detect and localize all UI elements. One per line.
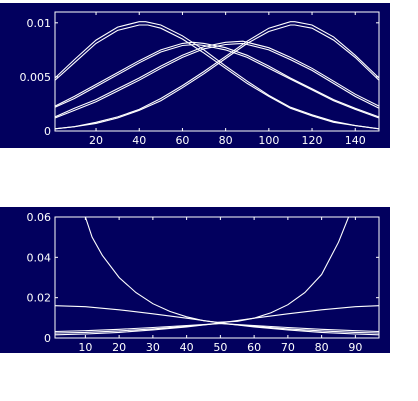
- series-0-1-line: [55, 24, 379, 130]
- bottom-chart-panel: 10 20 30 40 50 60 70 80 90 0 0.02 0.04 0.06: [0, 207, 390, 353]
- top-chart: 20 40 60 80 100 120 140 0 0.005 0.01: [20, 11, 380, 147]
- series-0-5-line: [55, 42, 379, 119]
- y-tick-label: 0.06: [27, 211, 52, 224]
- y-tick-label: 0.02: [27, 292, 52, 305]
- series-1-5-line: [55, 322, 379, 334]
- x-tick-label: 100: [258, 134, 279, 147]
- x-tick-label: 80: [219, 134, 233, 147]
- x-tick-label: 40: [180, 341, 194, 353]
- axes-frame: [54, 11, 380, 132]
- series-0-7-line: [55, 24, 379, 130]
- x-tick-label: 140: [345, 134, 366, 147]
- series-0-2-line: [55, 41, 379, 118]
- x-tick-label: 60: [247, 341, 261, 353]
- y-tick-label: 0: [44, 125, 51, 138]
- series-0-4-line: [55, 40, 379, 118]
- y-tick-label: 0.005: [20, 71, 52, 84]
- series-0-3-line: [55, 43, 379, 119]
- x-tick-label: 30: [146, 341, 160, 353]
- x-tick-label: 90: [348, 341, 362, 353]
- x-tick-label: 50: [213, 341, 227, 353]
- x-tick-label: 70: [281, 341, 295, 353]
- plot-area: [55, 21, 379, 130]
- x-tick-label: 120: [302, 134, 323, 147]
- y-tick-label: 0: [44, 332, 51, 345]
- x-tick-label: 60: [175, 134, 189, 147]
- x-tick-label: 20: [112, 341, 126, 353]
- series-1-0-line: [84, 217, 350, 323]
- series-0-0-line: [55, 21, 379, 130]
- top-chart-panel: 20 40 60 80 100 120 140 0 0.005 0.01: [0, 3, 390, 148]
- x-tick-label: 40: [132, 134, 146, 147]
- bottom-chart: 10 20 30 40 50 60 70 80 90 0 0.02 0.04 0.06: [27, 211, 380, 353]
- series-0-6-line: [55, 21, 379, 130]
- axes-frame: [54, 216, 380, 339]
- series-1-3-line: [55, 305, 379, 336]
- y-tick-label: 0.01: [27, 17, 52, 30]
- x-tick-label: 80: [315, 341, 329, 353]
- plot-area: [55, 217, 379, 336]
- x-tick-label: 20: [89, 134, 103, 147]
- y-tick-label: 0.04: [27, 251, 52, 264]
- x-tick-label: 10: [78, 341, 92, 353]
